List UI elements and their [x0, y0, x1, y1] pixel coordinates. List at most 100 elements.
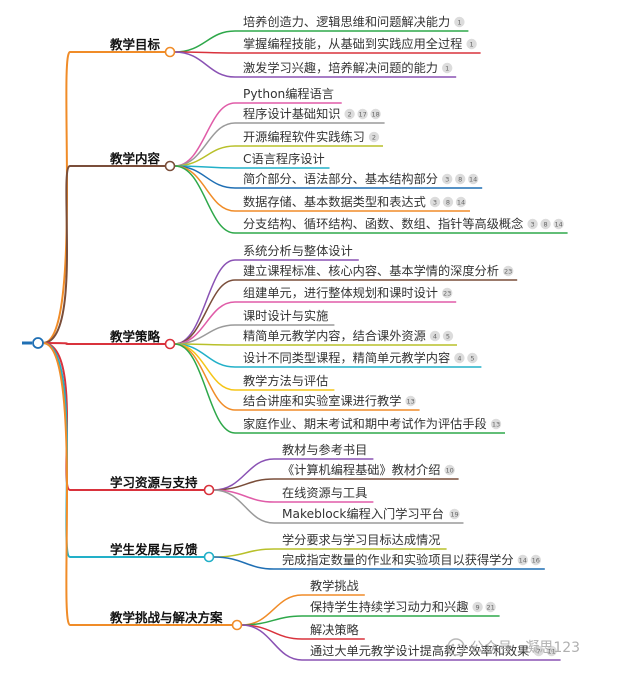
reference-number: 1	[445, 64, 449, 72]
reference-badge[interactable]	[517, 554, 528, 566]
item-label[interactable]: 结合讲座和实验室课进行教学	[243, 393, 401, 408]
reference-number: 23	[504, 267, 512, 275]
reference-badge[interactable]	[553, 218, 564, 230]
reference-badge[interactable]	[540, 218, 551, 230]
item-label[interactable]: 家庭作业、期末考试和期中考试作为评估手段	[243, 416, 487, 431]
category-label[interactable]: 教学内容	[109, 151, 161, 166]
category-node[interactable]	[164, 46, 176, 58]
reference-badge[interactable]	[485, 601, 496, 613]
reference-badge[interactable]	[429, 196, 441, 208]
reference-number: 16	[532, 556, 540, 564]
category-label[interactable]: 学生发展与反馈	[110, 542, 198, 557]
item-label[interactable]: 培养创造力、逻辑思维和问题解决能力	[243, 14, 450, 29]
item-label[interactable]: 简介部分、语法部分、基本结构部分	[243, 171, 438, 186]
item-label[interactable]: 掌握编程技能，从基础到实践应用全过程	[243, 36, 462, 51]
reference-badge[interactable]	[472, 601, 483, 613]
reference-badge[interactable]	[454, 16, 465, 28]
reference-badge[interactable]	[455, 196, 467, 208]
watermark-text: 公众号 · 凝思123	[470, 640, 580, 656]
item-label[interactable]: 精简单元教学内容，结合课外资源	[243, 328, 426, 343]
reference-badge[interactable]	[442, 287, 453, 299]
reference-badge[interactable]	[454, 352, 465, 364]
category-label[interactable]: 学习资源与支持	[110, 475, 198, 490]
item-label[interactable]: 通过大单元教学设计提高教学效率和效果	[310, 643, 529, 658]
category-node[interactable]	[164, 338, 176, 350]
item-label[interactable]: 完成指定数量的作业和实验项目以获得学分	[282, 552, 514, 567]
reference-badge[interactable]	[344, 108, 355, 120]
reference-badge[interactable]	[444, 464, 455, 476]
item-branch	[213, 556, 275, 570]
item-label[interactable]: 开源编程软件实践练习	[243, 129, 365, 144]
root-branch	[42, 342, 232, 626]
item-label[interactable]: 分支结构、循环结构、函数、数组、指针等高级概念	[243, 216, 523, 231]
item-label[interactable]: 激发学习兴趣，培养解决问题的能力	[243, 60, 438, 75]
category-label[interactable]: 教学目标	[109, 37, 161, 52]
item-label[interactable]: 设计不同类型课程，精简单元教学内容	[243, 350, 450, 365]
reference-number: 5	[470, 354, 474, 362]
item-label[interactable]: 《计算机编程基础》教材介绍	[282, 462, 440, 477]
item-branch	[174, 165, 236, 212]
item-branch	[241, 624, 303, 640]
reference-badge[interactable]	[546, 645, 557, 657]
reference-badge[interactable]	[442, 62, 453, 74]
reference-number: 4	[433, 332, 437, 340]
reference-badge[interactable]	[455, 173, 466, 185]
reference-badge[interactable]	[368, 131, 380, 143]
root-branch	[42, 342, 165, 345]
item-label[interactable]: 教学挑战	[310, 578, 359, 593]
root-node[interactable]	[32, 337, 44, 349]
reference-number: 8	[458, 175, 462, 183]
reference-badge[interactable]	[466, 38, 477, 50]
reference-badge[interactable]	[449, 508, 460, 520]
item-label[interactable]: 课时设计与实施	[243, 308, 328, 323]
category-node[interactable]	[203, 551, 215, 563]
reference-badge[interactable]	[503, 265, 514, 277]
reference-badge[interactable]	[429, 330, 441, 342]
category-node[interactable]	[231, 619, 243, 631]
reference-number: 3	[531, 220, 535, 228]
category-node[interactable]	[164, 160, 176, 172]
reference-badge[interactable]	[442, 173, 453, 185]
item-label[interactable]: 教材与参考书目	[282, 442, 367, 457]
item-label[interactable]: Makeblock编程入门学习平台	[282, 506, 444, 521]
item-label[interactable]: 系统分析与整体设计	[243, 243, 353, 258]
item-label[interactable]: 学分要求与学习目标达成情况	[282, 532, 440, 547]
reference-number: 13	[492, 420, 500, 428]
category-label[interactable]: 教学挑战与解决方案	[109, 610, 223, 625]
reference-number: 5	[446, 332, 450, 340]
reference-badge[interactable]	[527, 218, 538, 230]
item-label[interactable]: 数据存储、基本数据类型和表达式	[243, 194, 426, 209]
reference-badge[interactable]	[533, 645, 544, 657]
item-label[interactable]: 教学方法与评估	[243, 373, 328, 388]
reference-badge[interactable]	[370, 108, 381, 120]
item-label[interactable]: 解决策略	[310, 622, 359, 637]
reference-number: 8	[544, 220, 548, 228]
item-label[interactable]: 在线资源与工具	[282, 486, 367, 500]
reference-badge[interactable]	[405, 395, 416, 407]
reference-badge[interactable]	[490, 418, 502, 430]
item-label[interactable]: 组建单元，进行整体规划和课时设计	[243, 285, 438, 300]
reference-badge[interactable]	[467, 352, 478, 364]
item-branch	[241, 624, 303, 661]
item-branch	[174, 30, 236, 53]
item-label[interactable]: C语言程序设计	[243, 151, 325, 166]
reference-number: 14	[519, 556, 527, 564]
reference-badge[interactable]	[468, 173, 479, 185]
item-label[interactable]: 保持学生持续学习动力和兴趣	[310, 599, 468, 614]
item-branch	[174, 165, 236, 234]
reference-number: 21	[486, 603, 494, 611]
category-node[interactable]	[203, 484, 215, 496]
reference-number: 11	[547, 647, 555, 655]
reference-badge[interactable]	[530, 554, 541, 566]
item-label[interactable]: 程序设计基础知识	[243, 106, 341, 121]
item-branch	[174, 343, 236, 391]
reference-number: 19	[450, 510, 458, 518]
item-branch	[174, 165, 236, 189]
item-label[interactable]: 建立课程标准、核心内容、基本学情的深度分析	[243, 263, 499, 278]
category-label[interactable]: 教学策略	[109, 329, 161, 344]
item-label[interactable]: Python编程语言	[243, 86, 334, 101]
reference-badge[interactable]	[442, 330, 454, 342]
reference-badge[interactable]	[442, 196, 454, 208]
reference-badge[interactable]	[357, 108, 368, 120]
